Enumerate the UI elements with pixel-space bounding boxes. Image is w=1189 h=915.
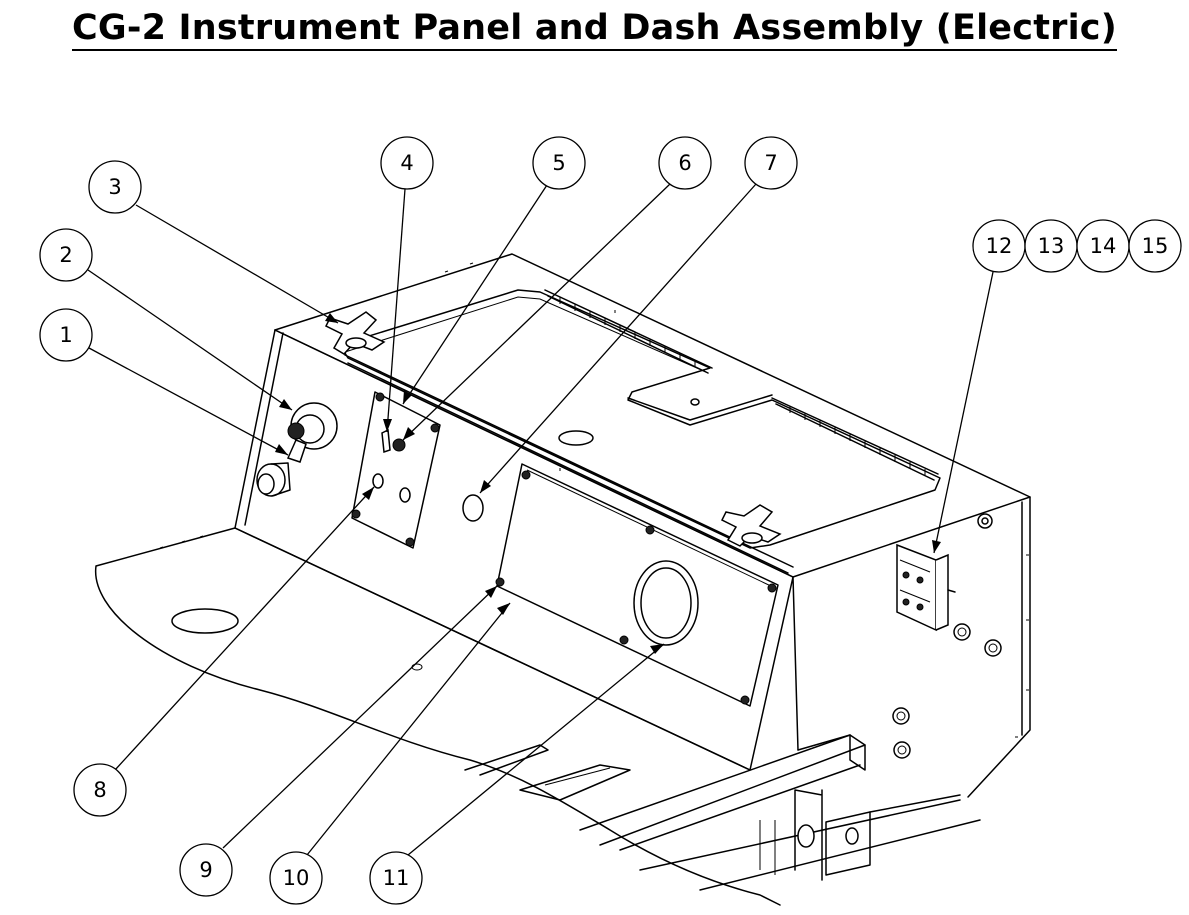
balloon-10-label: 10 (283, 866, 310, 890)
balloon-14-label: 14 (1090, 234, 1117, 258)
hex-nuts (892, 623, 1002, 759)
balloon-9-label: 9 (199, 858, 212, 882)
balloon-4: 4 (380, 136, 434, 190)
balloon-7-label: 7 (764, 151, 777, 175)
balloon-5-label: 5 (552, 151, 565, 175)
diagram-title-text: CG-2 Instrument Panel and Dash Assembly … (72, 8, 1117, 51)
gauge-panel (495, 463, 779, 707)
balloon-5: 5 (532, 136, 586, 190)
balloon-3-label: 3 (108, 175, 121, 199)
chassis-frame (464, 734, 981, 891)
balloon-15-label: 15 (1142, 234, 1169, 258)
balloon-12-label: 12 (986, 234, 1013, 258)
balloon-1-label: 1 (59, 323, 72, 347)
balloon-4-label: 4 (400, 151, 413, 175)
balloon-2: 2 (39, 228, 93, 282)
balloon-8: 8 (73, 763, 127, 817)
balloon-10: 10 (269, 851, 323, 905)
balloon-14: 14 (1076, 219, 1130, 273)
balloon-13-label: 13 (1038, 234, 1065, 258)
balloon-3: 3 (88, 160, 142, 214)
left-end-components (256, 402, 338, 497)
balloon-2-label: 2 (59, 243, 72, 267)
balloon-15: 15 (1128, 219, 1182, 273)
balloon-9: 9 (179, 843, 233, 897)
balloon-11-label: 11 (383, 866, 410, 890)
balloon-1: 1 (39, 308, 93, 362)
terminal-block (896, 543, 956, 632)
balloon-7: 7 (744, 136, 798, 190)
balloon-12: 12 (972, 219, 1026, 273)
balloon-8-label: 8 (93, 778, 106, 802)
dash-box (234, 253, 1031, 798)
balloon-13: 13 (1024, 219, 1078, 273)
balloon-6: 6 (658, 136, 712, 190)
star-knob-right (720, 504, 782, 547)
diagram-title: CG-2 Instrument Panel and Dash Assembly … (0, 8, 1189, 51)
balloon-6-label: 6 (678, 151, 691, 175)
leader-lines (87, 183, 994, 856)
balloon-11: 11 (369, 851, 423, 905)
instrument-plate (351, 391, 484, 549)
star-knob-left (324, 311, 386, 355)
